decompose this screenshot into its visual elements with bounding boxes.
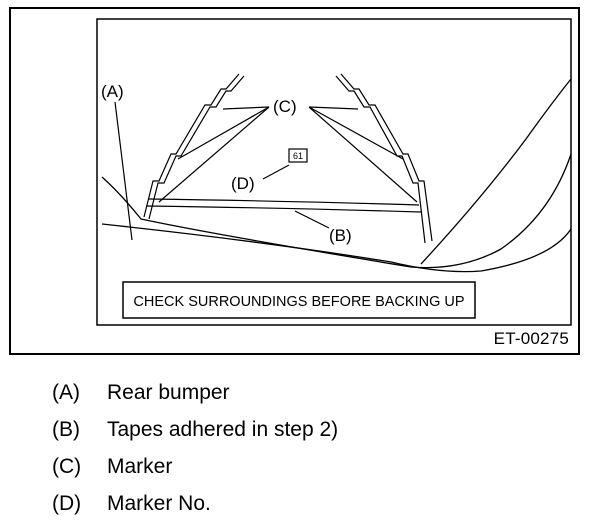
leader-a (114, 101, 133, 241)
leader-b (294, 210, 330, 229)
marker-number: 61 (293, 151, 303, 161)
legend-text: Marker No. (107, 492, 211, 515)
leader-c-left-2 (177, 106, 270, 160)
warning-box (122, 281, 476, 319)
legend-item: (C) Marker (0, 455, 608, 489)
left-marker-guide-inner (148, 75, 245, 220)
callout-c: (C) (273, 97, 297, 116)
legend-key: (C) (52, 455, 82, 478)
legend-item: (D) Marker No. (0, 492, 608, 526)
legend-key: (D) (52, 492, 82, 515)
marker-number-box (288, 148, 308, 163)
leader-c-right-1 (308, 106, 359, 110)
leader-c-right-3 (308, 106, 418, 203)
legend-text: Marker (107, 455, 173, 478)
warning-text: CHECK SURROUNDINGS BEFORE BACKING UP (133, 294, 464, 310)
bumper-lower-curve (101, 223, 572, 273)
leader-c-left-3 (158, 106, 270, 203)
legend-item: (B) Tapes adhered in step 2) (0, 418, 608, 452)
leader-d (262, 164, 290, 180)
callout-a: (A) (101, 82, 124, 101)
tape-band-top (148, 198, 420, 206)
leader-c-left-1 (222, 106, 270, 110)
right-marker-guide-inner (335, 75, 426, 244)
bumper-upper-curve (101, 153, 572, 269)
legend-item: (A) Rear bumper (0, 381, 608, 415)
legend-key: (B) (52, 418, 80, 441)
callout-d: (D) (231, 174, 255, 193)
leader-c-right-2 (308, 106, 404, 160)
figure-id: ET-00275 (493, 329, 569, 348)
left-marker-guide (143, 73, 240, 218)
legend-text: Tapes adhered in step 2) (107, 418, 339, 441)
bumper-right-edge (420, 78, 572, 265)
legend-key: (A) (52, 381, 80, 404)
figure-frame: 61 (A) (C) (D) (B) CHECK SURROUNDINGS BE… (9, 7, 580, 355)
rear-camera-diagram: 61 (A) (C) (D) (B) CHECK SURROUNDINGS BE… (96, 18, 572, 326)
callout-b: (B) (329, 226, 352, 245)
monitor-screen-border (96, 18, 572, 326)
right-marker-guide (340, 73, 433, 242)
legend-text: Rear bumper (107, 381, 230, 404)
tape-band-bottom (145, 205, 422, 213)
